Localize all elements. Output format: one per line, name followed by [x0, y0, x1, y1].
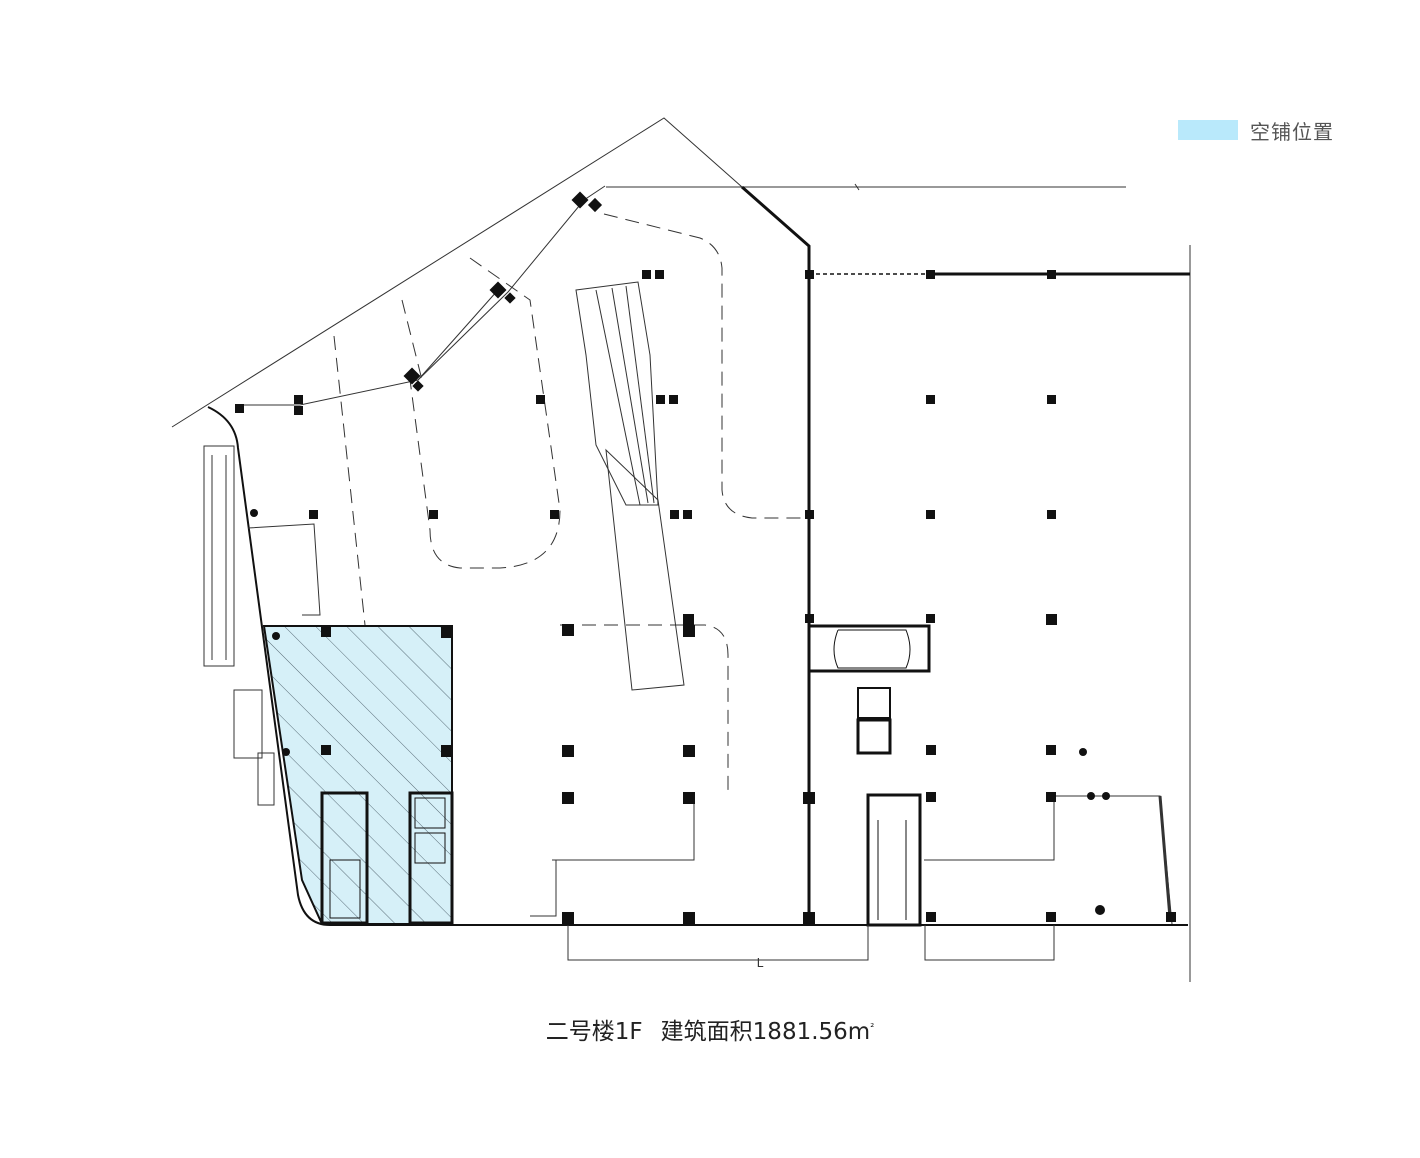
- south-shops: [530, 795, 1173, 961]
- outer-walls: [207, 185, 1190, 926]
- building-floor-label: 二号楼1F: [545, 1019, 643, 1045]
- escalator: [575, 281, 685, 691]
- area-label: 建筑面积1881.56m: [660, 1019, 871, 1045]
- legend: 空铺位置: [1178, 117, 1334, 144]
- legend-swatch: [1178, 120, 1238, 140]
- plan-caption: 二号楼1F 建筑面积1881.56m²: [0, 1012, 1420, 1046]
- west-stair: [203, 445, 321, 806]
- vacant-shop-area: [262, 625, 454, 925]
- site-boundary: [171, 117, 1191, 982]
- axis-marker-letter: L: [757, 956, 764, 970]
- inner-lines: [238, 185, 806, 790]
- area-unit-superscript: ²: [870, 1022, 875, 1034]
- columns: [235, 191, 1176, 924]
- central-core: [807, 624, 931, 927]
- legend-label: 空铺位置: [1250, 119, 1334, 144]
